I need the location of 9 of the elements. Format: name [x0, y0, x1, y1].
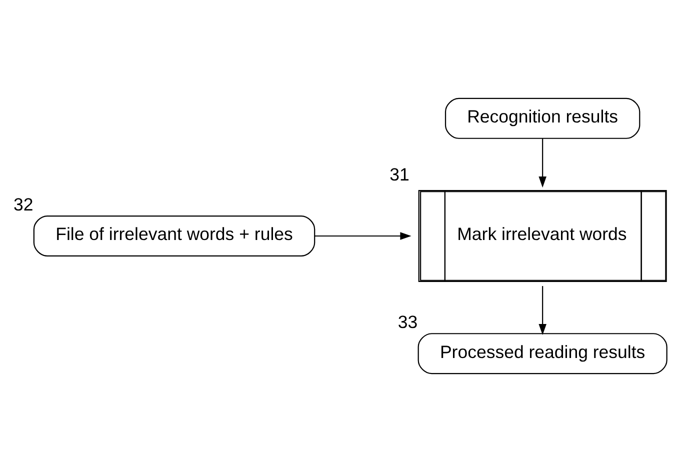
node-box: Processed reading results	[418, 332, 668, 374]
node-box: File of irrelevant words + rules	[33, 214, 316, 256]
arrow	[538, 286, 546, 335]
node-label: 31	[390, 164, 410, 184]
node-label: 33	[398, 311, 418, 332]
arrow	[538, 138, 546, 188]
arrow	[314, 232, 412, 240]
node-box: Recognition results	[444, 97, 640, 138]
node-label: 32	[14, 194, 34, 214]
